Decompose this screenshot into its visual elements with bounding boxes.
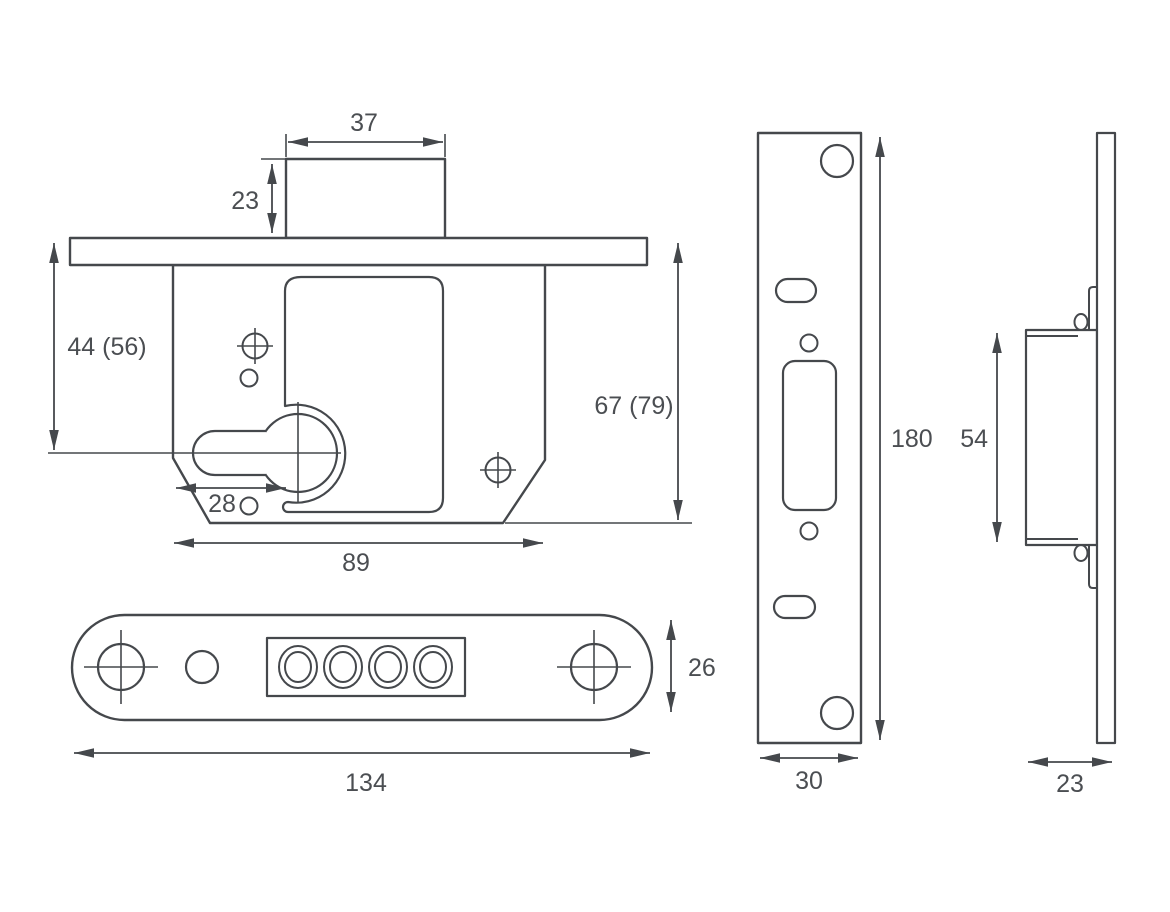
profile-faceplate [1095,131,1117,745]
lock-profile-view: 54 23 [960,131,1117,798]
forend-screw-hole-bottom [819,695,855,731]
pilot-hole-upper [239,368,259,388]
bolt-width-label: 37 [350,109,378,137]
dim-faceplate-width: 26 [666,620,716,712]
dim-face-to-back: 67 (79) [505,243,692,524]
profile-depth-label: 23 [1056,770,1084,798]
screw-crosshair-right [480,452,516,488]
forend-pilot-hole-top [799,333,819,353]
cover-plate-scroll-outline [281,275,445,514]
dim-case-height: 54 [960,333,1002,542]
dim-faceplate-length: 134 [74,748,650,797]
faceplate-length-label: 134 [345,769,387,797]
faceplate-edge-bar [68,236,649,267]
spare-hole [184,649,220,685]
forend-screw-hole-top [819,143,855,179]
keyhole-backset-label: 28 [208,490,236,518]
bolt-pins [278,645,453,689]
lock-body-side-view: 37 23 44 (56) 67 (79) 28 89 [48,109,692,577]
forend-front-view: 180 30 [756,131,933,795]
fixing-tab-top [1088,286,1097,330]
faceplate-width-label: 26 [688,654,716,682]
dim-profile-depth: 23 [1028,757,1112,798]
forend-slot-bottom [772,594,817,620]
dim-face-to-keyhole: 44 (56) [49,243,147,450]
forend-pilot-hole-bottom [799,521,819,541]
forend-height-label: 180 [891,425,933,453]
deadbolt-outline [284,157,447,240]
spring-clip-top [1073,313,1089,331]
spring-clip-bottom [1073,544,1089,562]
dim-keyhole-backset: 28 [176,483,286,518]
case-height-label: 54 [960,425,988,453]
screw-crosshair-right [557,630,631,704]
fixing-tab-bottom [1088,545,1097,589]
dim-bolt-height: 23 [231,158,288,233]
dim-bolt-width: 37 [285,109,446,157]
dim-case-depth: 89 [174,538,543,577]
profile-case-box [1024,328,1099,547]
forend-width-label: 30 [795,767,823,795]
screw-crosshair-left [84,630,158,704]
bolt-aperture [781,359,838,512]
face-to-back-label: 67 (79) [594,392,673,420]
dim-forend-width: 30 [760,753,858,795]
forend-slot-top [774,277,818,304]
faceplate-front-view: 26 134 [70,613,716,797]
case-depth-label: 89 [342,549,370,577]
screw-crosshair-upper [237,328,273,364]
face-to-keyhole-label: 44 (56) [67,333,146,361]
dim-forend-height: 180 [875,137,933,740]
bolt-aperture-frame [265,636,467,698]
pilot-hole-lower [239,496,259,516]
bolt-height-label: 23 [231,187,259,215]
